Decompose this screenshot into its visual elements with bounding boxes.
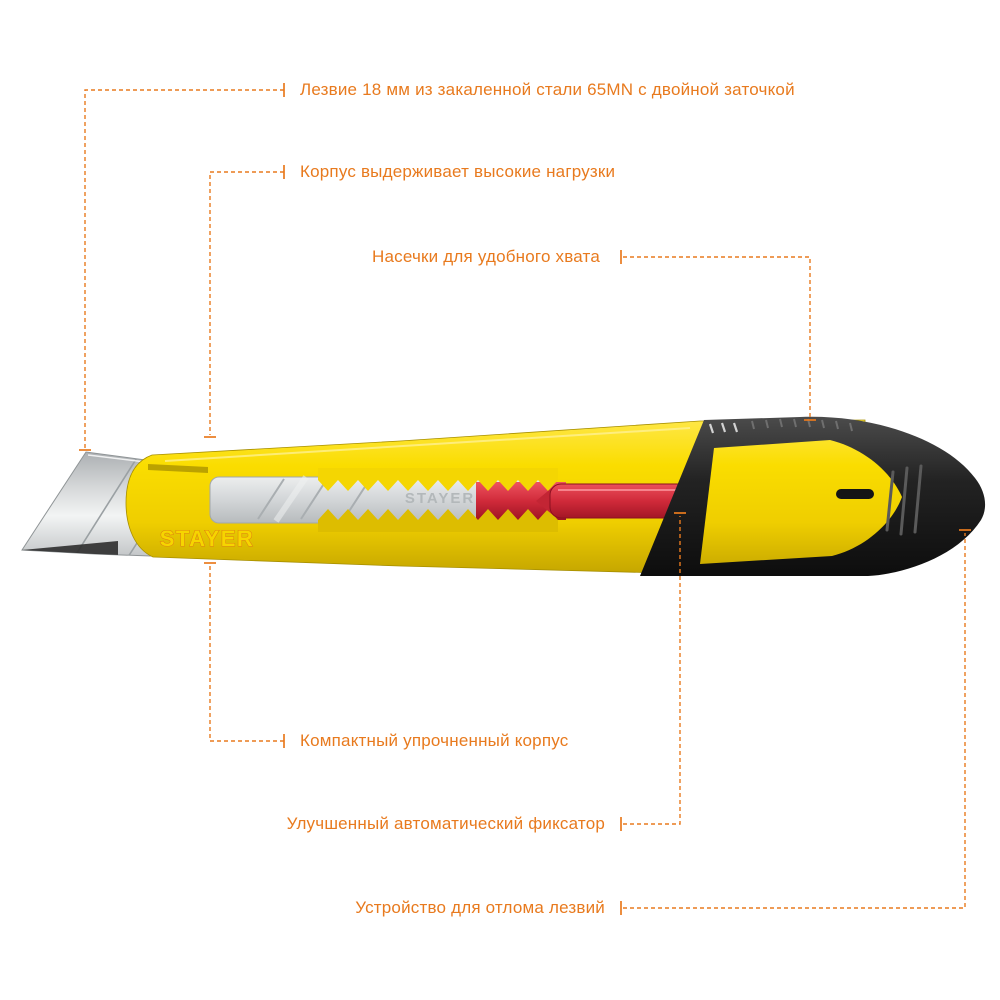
serration-top bbox=[318, 468, 558, 491]
body-top-highlight bbox=[164, 427, 691, 462]
tail bbox=[640, 416, 986, 576]
callout-label-grip-notches: Насечки для удобного хвата bbox=[372, 247, 600, 266]
callout-line-blade bbox=[84, 89, 284, 448]
callout-label-blade: Лезвие 18 мм из закаленной стали 65MN с … bbox=[300, 80, 795, 99]
callout-label-body-load: Корпус выдерживает высокие нагрузки bbox=[300, 162, 616, 181]
callout-line-auto-lock bbox=[623, 516, 681, 825]
blade-exit-slot bbox=[148, 464, 208, 473]
callout-lines bbox=[79, 83, 971, 915]
callout-line-grip-notches bbox=[623, 256, 811, 418]
snap-cap-slit bbox=[836, 489, 874, 499]
tail-inset bbox=[700, 440, 902, 564]
callout-line-compact-body bbox=[209, 565, 284, 742]
grip-ridges bbox=[885, 464, 923, 536]
callout-label-blade-snap: Устройство для отлома лезвий bbox=[355, 898, 605, 917]
brand-engraving-text: STAYER bbox=[405, 490, 475, 507]
serration-bottom bbox=[318, 509, 558, 532]
brand-logo-text: STAYER bbox=[160, 526, 255, 551]
callout-ticks bbox=[79, 83, 971, 915]
callout-label-compact-body: Компактный упрочненный корпус bbox=[300, 731, 569, 750]
callout-label-auto-lock: Улучшенный автоматический фиксатор bbox=[286, 814, 605, 833]
callout-line-blade-snap bbox=[623, 533, 966, 909]
callout-line-body-load bbox=[209, 171, 284, 435]
